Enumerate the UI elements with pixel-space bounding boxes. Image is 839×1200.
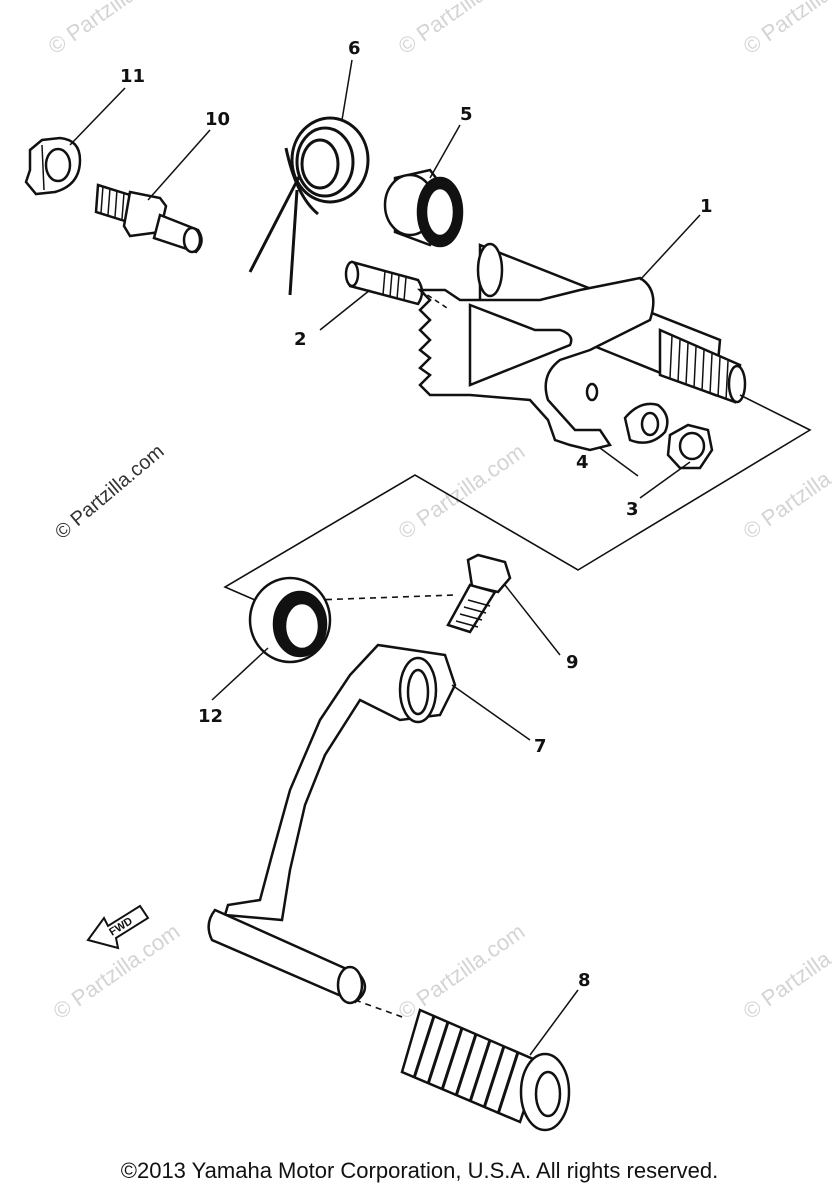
copyright-notice: ©2013 Yamaha Motor Corporation, U.S.A. A… xyxy=(120,1158,719,1183)
leader-lines xyxy=(69,59,701,1056)
watermark-top-right: © Partzilla xyxy=(739,0,836,59)
watermark-bottom-right: © Partzilla xyxy=(739,945,836,1024)
callout-8: 8 xyxy=(578,970,591,991)
callout-4: 4 xyxy=(576,452,589,473)
part-6-spring xyxy=(248,116,370,296)
watermark-top-left: © Partzilla xyxy=(44,0,141,59)
part-2-pin xyxy=(344,260,424,306)
callout-11: 11 xyxy=(120,66,145,87)
part-7-shift-pedal xyxy=(207,643,457,1005)
callout-7: 7 xyxy=(534,736,547,757)
watermark-bottom-center: © Partzilla.com xyxy=(394,919,530,1025)
part-4-washer xyxy=(623,402,669,444)
part-8-footrest-rubber xyxy=(400,1008,571,1132)
callout-1: 1 xyxy=(700,196,713,217)
callout-10: 10 xyxy=(205,109,230,130)
part-3-nut xyxy=(666,423,714,470)
part-9-bolt xyxy=(446,553,512,634)
part-11-lock-washer xyxy=(24,136,82,196)
callout-12: 12 xyxy=(198,706,223,727)
watermark-mid-right: © Partzilla xyxy=(739,465,836,544)
part-12-oil-seal xyxy=(248,576,332,664)
callout-5: 5 xyxy=(460,104,473,125)
callout-3: 3 xyxy=(626,499,639,520)
callout-labels: 11 10 6 5 1 2 4 3 9 7 12 8 xyxy=(120,38,713,991)
watermark-dark-left: © Partzilla.com xyxy=(51,440,168,543)
callout-6: 6 xyxy=(348,38,361,59)
watermark-top-center: © Partzilla xyxy=(394,0,491,59)
watermark-mid-center: © Partzilla.com xyxy=(394,439,530,545)
part-5-collar xyxy=(383,168,464,248)
part-10-stud xyxy=(94,183,203,254)
callout-9: 9 xyxy=(566,652,579,673)
part-1-shift-shaft xyxy=(416,242,747,452)
assembly-outline xyxy=(223,289,812,1019)
callout-2: 2 xyxy=(294,329,307,350)
watermarks: © Partzilla © Partzilla © Partzilla © Pa… xyxy=(44,0,836,1024)
